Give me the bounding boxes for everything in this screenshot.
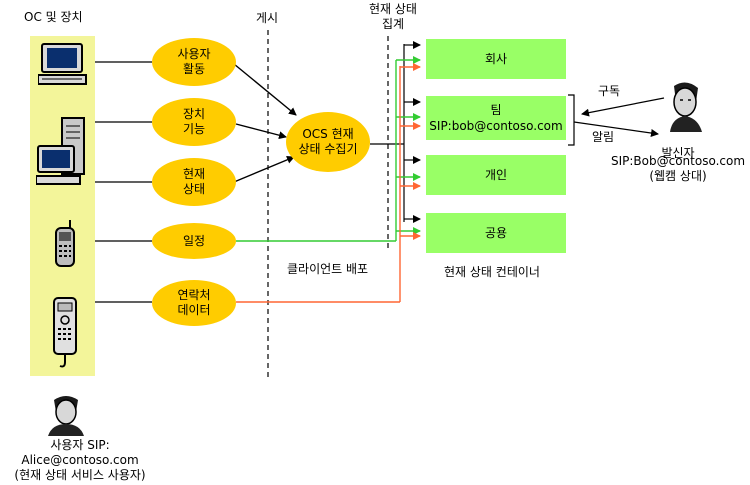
client-deploy-label: 클라이언트 배포 <box>287 262 369 276</box>
container-label: 팀 <box>490 103 502 117</box>
publish-header: 게시 <box>256 11 279 25</box>
desktop-computer-icon <box>38 43 87 85</box>
desk-phone-icon <box>53 297 77 368</box>
user-note: (현재 상태 서비스 사용자) <box>14 468 146 482</box>
container-label: 개인 <box>484 168 508 182</box>
activity-label-line2: 활동 <box>182 62 206 76</box>
user-sip: Alice@contoso.com <box>21 453 139 467</box>
activity-label-line2: 상태 <box>182 182 206 196</box>
container-public: 공용 <box>426 213 566 253</box>
container-personal: 개인 <box>426 155 566 195</box>
aggregator-label-line2: 상태 수집기 <box>298 142 358 156</box>
activity-label-line2: 기능 <box>182 122 206 136</box>
container-label: 공용 <box>484 226 508 240</box>
subscriber-avatar-icon <box>670 82 702 132</box>
activity-label-line2: 데이터 <box>177 303 211 317</box>
activity-calendar: 일정 <box>152 223 236 259</box>
activity-label-line1: 일정 <box>182 233 206 248</box>
user-label: 사용자 SIP: <box>50 438 110 452</box>
subscriber-note: (웹캠 상대) <box>649 169 707 183</box>
notify-label: 알림 <box>592 130 615 144</box>
subscribe-label: 구독 <box>598 84 621 98</box>
container-company: 회사 <box>426 39 566 79</box>
subscriber-name: 발신자 <box>661 146 695 160</box>
subscriber-sip: SIP:Bob@contoso.com <box>610 154 746 168</box>
devices-header: OC 및 장치 <box>24 10 83 24</box>
container-sip: SIP:bob@contoso.com <box>429 119 563 133</box>
container-label: 회사 <box>484 52 508 66</box>
aggregator-label-line1: OCS 현재 <box>302 127 354 141</box>
activity-label-line1: 사용자 <box>177 47 211 61</box>
workstation-icon <box>36 117 85 185</box>
aggregation-header-line1: 현재 상태 <box>369 2 417 16</box>
mobile-phone-icon <box>55 220 75 267</box>
user-avatar-icon <box>48 396 84 436</box>
containers-label: 현재 상태 컨테이너 <box>444 265 540 279</box>
aggregation-header-line2: 집계 <box>381 17 405 31</box>
activity-label-line1: 연락처 <box>177 288 211 302</box>
container-team: 팀 SIP:bob@contoso.com <box>426 96 566 140</box>
activity-label-line1: 현재 <box>182 167 206 181</box>
activity-label-line1: 장치 <box>182 107 206 121</box>
